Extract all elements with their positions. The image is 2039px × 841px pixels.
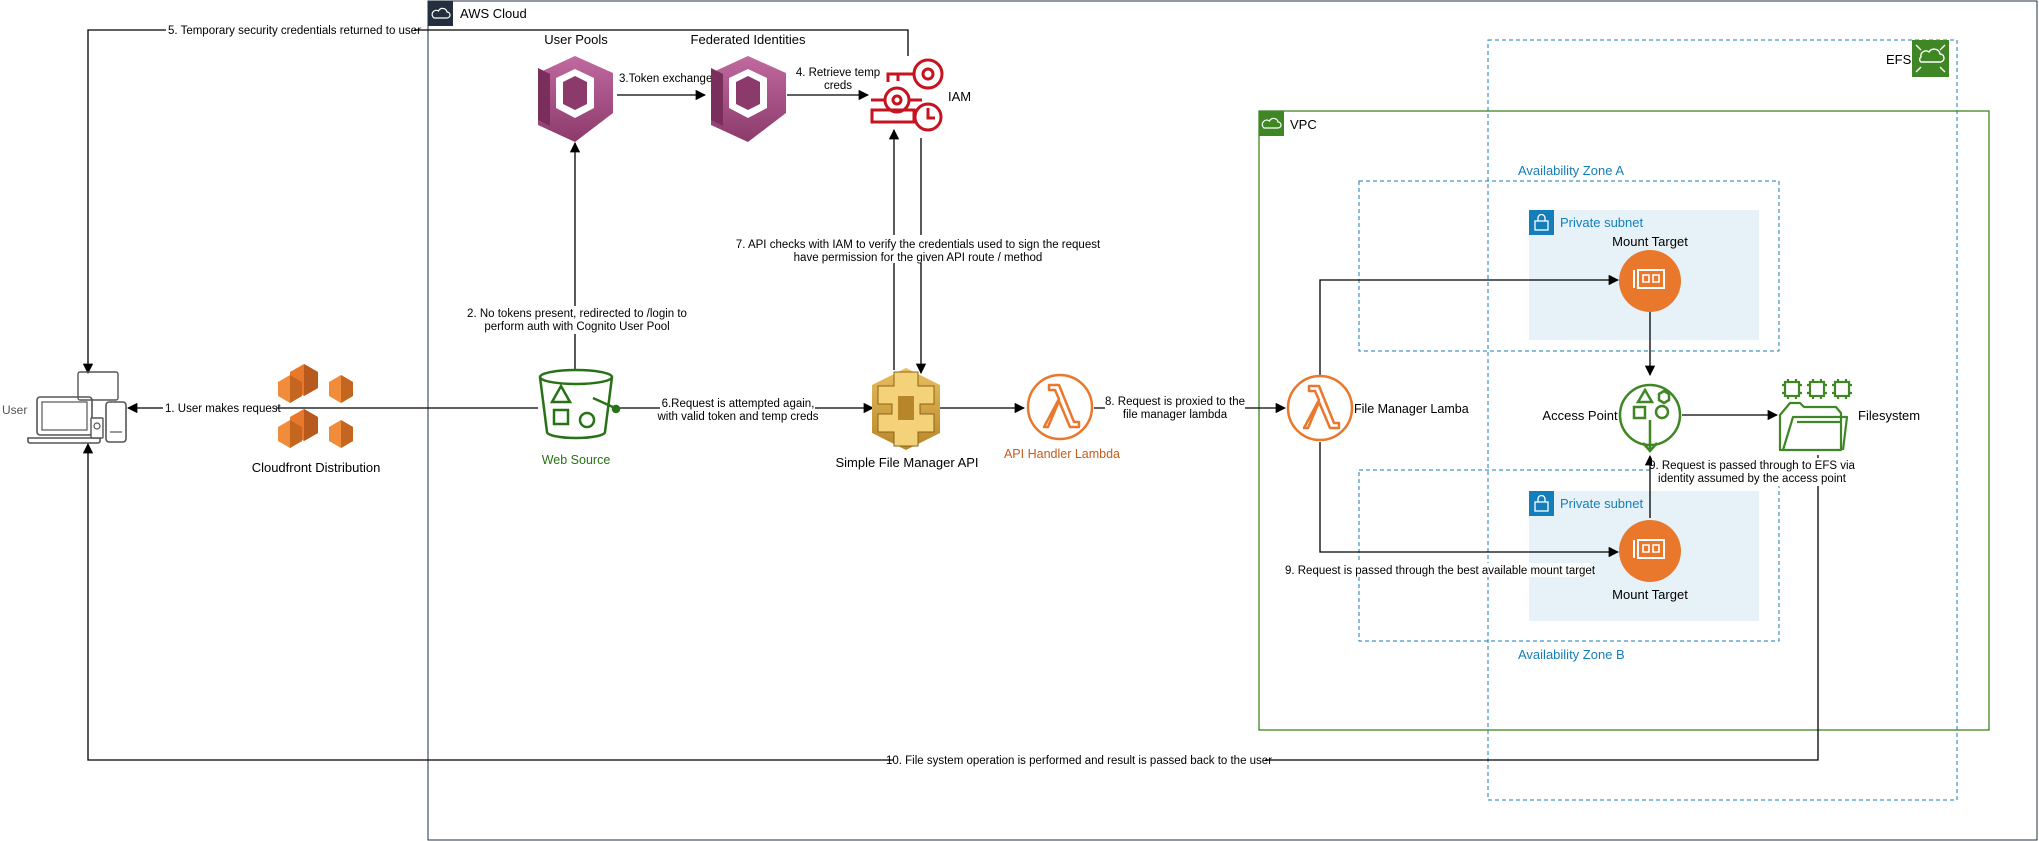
- user-pools-node[interactable]: User Pools: [538, 32, 613, 142]
- web-source-label: Web Source: [542, 453, 611, 467]
- efs-group-icon: [1912, 40, 1949, 77]
- edge-7-label-2: have permission for the given API route …: [794, 252, 1043, 264]
- lambda-icon: [1286, 374, 1354, 442]
- mount-target-b-label: Mount Target: [1612, 587, 1688, 602]
- mount-target-icon: [1619, 250, 1681, 312]
- mount-target-icon: [1619, 520, 1681, 582]
- vpc-icon: [1259, 111, 1284, 136]
- user-devices-icon: [27, 371, 127, 444]
- edge-8-label-2: file manager lambda: [1123, 409, 1228, 421]
- lambda-icon: [1026, 373, 1094, 441]
- edge-4-label-1: 4. Retrieve temp: [796, 67, 880, 79]
- lock-icon: [1529, 210, 1554, 235]
- cognito-icon: [538, 56, 613, 142]
- iam-keys-icon: [870, 58, 944, 132]
- cloudfront-icon: [278, 364, 353, 448]
- web-source-node[interactable]: Web Source: [538, 368, 621, 467]
- iam-label: IAM: [948, 89, 971, 104]
- vpc-label: VPC: [1290, 117, 1317, 132]
- mount-target-a-node[interactable]: Mount Target: [1612, 234, 1688, 312]
- user-label: User: [2, 403, 27, 417]
- mount-target-b-node[interactable]: Mount Target: [1612, 520, 1688, 602]
- edge-5-label: 5. Temporary security credentials return…: [168, 25, 421, 37]
- subnet-a-label: Private subnet: [1560, 215, 1643, 230]
- edge-10-label: 10. File system operation is performed a…: [886, 755, 1272, 767]
- edge-8-label-1: 8. Request is proxied to the: [1105, 396, 1245, 408]
- subnet-b-label: Private subnet: [1560, 496, 1643, 511]
- access-point-label: Access Point: [1542, 408, 1618, 423]
- edge-9b-label-2: identity assumed by the access point: [1658, 473, 1847, 485]
- file-manager-lambda-label: File Manager Lamba: [1354, 402, 1469, 416]
- edge-7-label-1: 7. API checks with IAM to verify the cre…: [736, 239, 1101, 251]
- edge-2-label-1: 2. No tokens present, redirected to /log…: [467, 308, 687, 320]
- edge-1-label: 1. User makes request: [165, 403, 281, 415]
- edge-4-label-2: creds: [824, 80, 852, 92]
- edge-6-label-1: 6.Request is attempted again,: [662, 398, 815, 410]
- federated-identities-label: Federated Identities: [691, 32, 806, 47]
- api-handler-lambda-node[interactable]: API Handler Lambda: [1004, 373, 1120, 461]
- edge-5: [82, 29, 909, 375]
- access-point-icon: [1618, 383, 1682, 453]
- az-b-label: Availability Zone B: [1518, 647, 1625, 662]
- file-manager-lambda-node[interactable]: File Manager Lamba: [1286, 374, 1469, 442]
- availability-zone-a: Availability Zone A: [1358, 163, 1780, 352]
- cloudfront-label: Cloudfront Distribution: [252, 460, 381, 475]
- api-gateway-icon: [872, 368, 940, 450]
- api-handler-lambda-label: API Handler Lambda: [1004, 447, 1120, 461]
- lock-icon: [1529, 491, 1554, 516]
- cognito-icon: [711, 56, 786, 142]
- edge-9a-label: 9. Request is passed through the best av…: [1285, 565, 1596, 577]
- az-a-label: Availability Zone A: [1518, 163, 1624, 178]
- edge-9b-label-1: 9. Request is passed through to EFS via: [1649, 460, 1855, 472]
- edge-9a: [1319, 442, 1620, 558]
- iam-node[interactable]: IAM: [870, 58, 971, 132]
- efs-group: EFS: [1487, 39, 1958, 801]
- api-label: Simple File Manager API: [835, 455, 978, 470]
- edge-6-label-2: with valid token and temp creds: [656, 411, 818, 423]
- edge-3-label: 3.Token exchange: [619, 73, 712, 85]
- access-point-node[interactable]: Access Point: [1542, 383, 1682, 453]
- filesystem-label: Filesystem: [1858, 408, 1920, 423]
- filesystem-node[interactable]: Filesystem: [1778, 379, 1920, 452]
- cloudfront-node[interactable]: Cloudfront Distribution: [252, 364, 381, 475]
- edge-fm-mount-a: [1319, 274, 1620, 375]
- edge-2-label-2: perform auth with Cognito User Pool: [484, 321, 669, 333]
- vpc-group: VPC: [1258, 110, 1990, 731]
- aws-cloud-icon: [428, 1, 453, 26]
- federated-identities-node[interactable]: Federated Identities: [691, 32, 806, 142]
- efs-group-label: EFS: [1886, 52, 1912, 67]
- edge-labels: 1. User makes request 2. No tokens prese…: [163, 24, 1856, 768]
- api-node[interactable]: Simple File Manager API: [835, 368, 979, 470]
- s3-bucket-icon: [538, 368, 621, 440]
- mount-target-a-label: Mount Target: [1612, 234, 1688, 249]
- user-pools-label: User Pools: [544, 32, 608, 47]
- aws-cloud-label: AWS Cloud: [460, 6, 527, 21]
- user-node[interactable]: User: [2, 371, 127, 444]
- filesystem-folder-icon: [1778, 379, 1852, 452]
- availability-zone-b: Availability Zone B: [1358, 469, 1780, 662]
- aws-cloud-group: AWS Cloud: [427, 0, 2038, 841]
